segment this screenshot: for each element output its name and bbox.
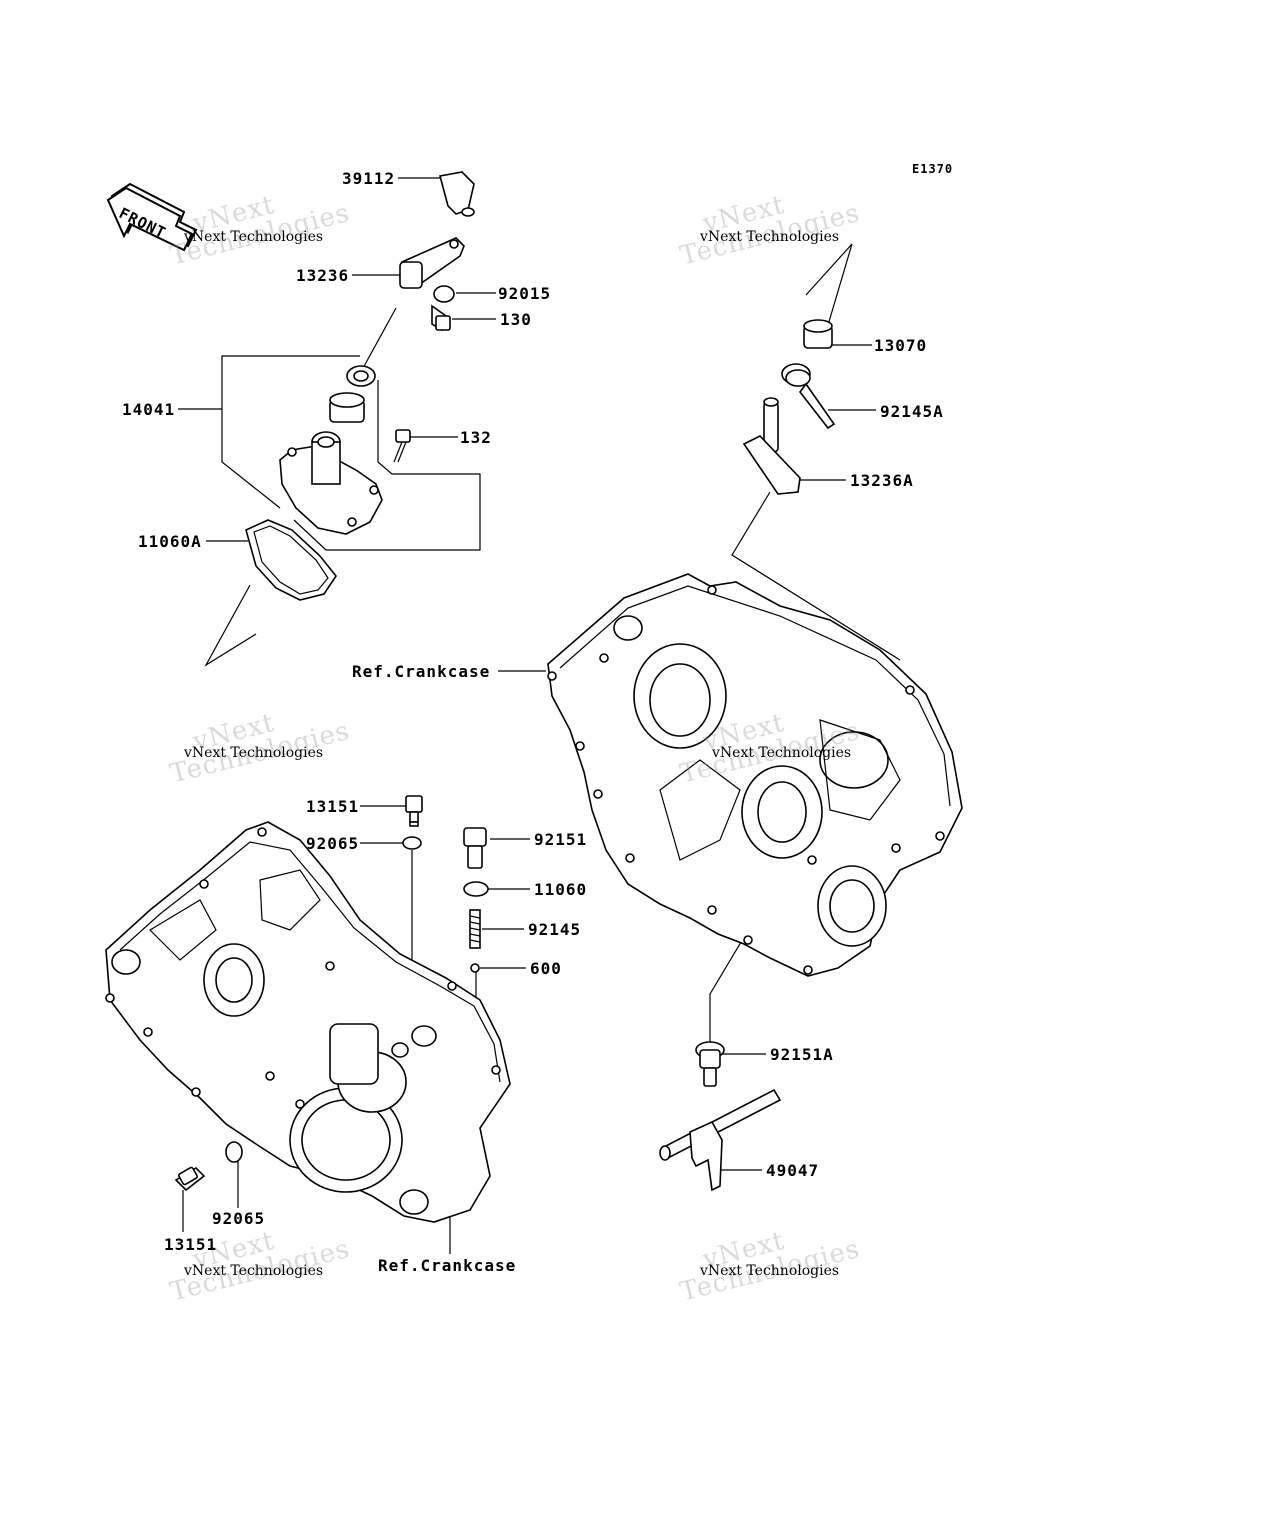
front-arrow-icon (106, 182, 198, 252)
watermark-caption: vNext Technologies (184, 745, 324, 761)
switch-13151-bottom-part (174, 1166, 206, 1192)
diagram-code: E1370 (912, 162, 954, 176)
part-label-92151[interactable]: 92151 (534, 830, 588, 849)
part-label-92065-top[interactable]: 92065 (306, 834, 360, 853)
shift-arm-part (399, 237, 465, 289)
part-label-600[interactable]: 600 (530, 959, 562, 978)
washer-92065-top-part (402, 836, 422, 850)
ref-crankcase-bottom[interactable]: Ref.Crankcase (378, 1256, 517, 1275)
ball-600-part (470, 963, 480, 973)
watermark-caption: vNext Technologies (712, 745, 852, 761)
spring-92145-part (469, 909, 481, 949)
watermark-caption: vNext Technologies (184, 1263, 324, 1279)
watermark-caption: vNext Technologies (700, 229, 840, 245)
left-crankcase-part (105, 821, 511, 1223)
right-crankcase-part (547, 573, 963, 977)
shift-shaft-part (742, 397, 801, 495)
gasket-11060-part (463, 881, 489, 897)
bolt-132-part (393, 429, 411, 463)
nut-part (433, 285, 455, 303)
part-label-13236a[interactable]: 13236A (850, 471, 914, 490)
part-label-13151-bottom[interactable]: 13151 (164, 1235, 218, 1254)
part-label-49047[interactable]: 49047 (766, 1161, 820, 1180)
watermark-caption: vNext Technologies (700, 1263, 840, 1279)
part-label-92015[interactable]: 92015 (498, 284, 552, 303)
part-label-92145[interactable]: 92145 (528, 920, 582, 939)
part-label-13070[interactable]: 13070 (874, 336, 928, 355)
part-label-13236[interactable]: 13236 (296, 266, 350, 285)
part-label-92145a[interactable]: 92145A (880, 402, 944, 421)
part-label-130[interactable]: 130 (500, 310, 532, 329)
bushing-part (329, 392, 365, 423)
shift-fork-49047-part (659, 1088, 782, 1192)
part-label-13151-top[interactable]: 13151 (306, 797, 360, 816)
spring-92145a-part (781, 363, 836, 430)
bolt-130-part (431, 304, 451, 332)
part-label-92065-bottom[interactable]: 92065 (212, 1209, 266, 1228)
part-label-11060a[interactable]: 11060A (138, 532, 202, 551)
shift-lever-part (439, 171, 475, 217)
part-label-132[interactable]: 132 (460, 428, 492, 447)
watermark-caption: vNext Technologies (184, 229, 324, 245)
collar-part (803, 319, 833, 349)
gasket-part (245, 519, 337, 601)
part-label-92151a[interactable]: 92151A (770, 1045, 834, 1064)
part-label-14041[interactable]: 14041 (122, 400, 176, 419)
shift-cover-part (279, 431, 383, 535)
part-label-39112[interactable]: 39112 (342, 169, 396, 188)
washer-92065-bottom-part (225, 1141, 243, 1163)
switch-13151-top-part (405, 795, 423, 827)
part-label-11060[interactable]: 11060 (534, 880, 588, 899)
pin-92151a-part (695, 1041, 725, 1087)
plug-bolt-92151-part (463, 827, 487, 869)
ref-crankcase-top[interactable]: Ref.Crankcase (352, 662, 491, 681)
